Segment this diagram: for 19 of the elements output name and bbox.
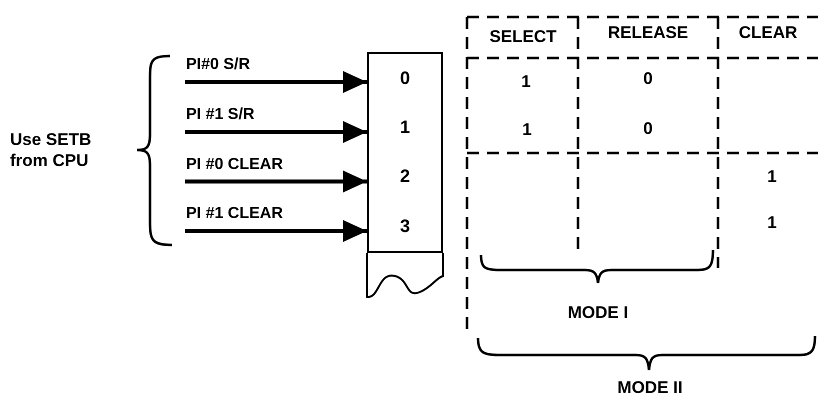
bit-number: 2	[400, 166, 410, 187]
bit-number: 3	[400, 216, 410, 236]
bit-number: 1	[400, 116, 410, 138]
arrow	[185, 121, 367, 143]
mode-label: MODE I	[568, 303, 628, 323]
mode-label: MODE II	[617, 378, 683, 398]
register-cell	[367, 52, 443, 104]
note: Use SETB from CPU	[10, 129, 92, 171]
table-value: 1	[767, 213, 777, 233]
arrow	[185, 170, 367, 192]
table-value: 1	[767, 167, 777, 187]
table-value: 0	[643, 69, 653, 89]
table-value: 0	[643, 119, 653, 139]
table-value: 1	[521, 72, 531, 92]
arrow	[185, 220, 367, 242]
table-value: 1	[522, 120, 532, 140]
register-cell	[367, 201, 443, 253]
arrow	[185, 71, 367, 93]
bit-number: 0	[400, 68, 410, 88]
